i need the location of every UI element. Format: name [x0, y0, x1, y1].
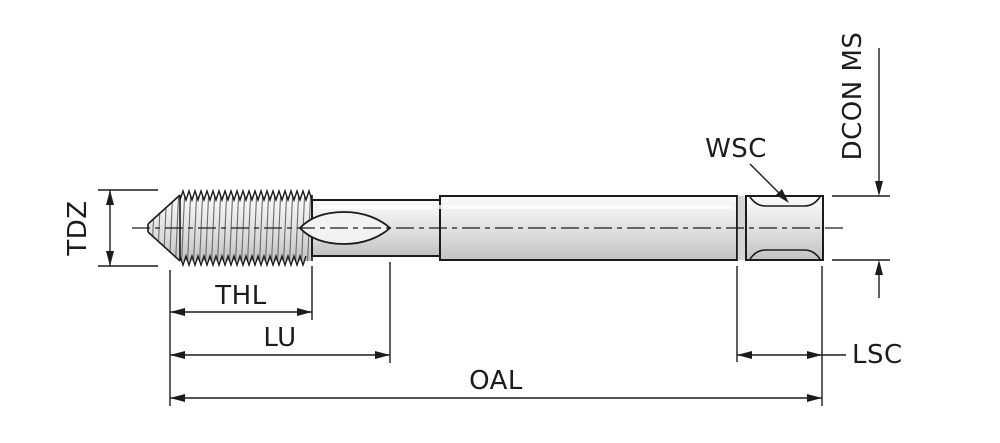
wsc-flat-bottom	[749, 249, 821, 260]
label-lu: LU	[263, 323, 296, 353]
arrowhead-left-icon	[170, 351, 185, 359]
dim-lsc: LSC	[736, 266, 903, 370]
arrowhead-left-icon	[737, 351, 752, 359]
label-tdz: TDZ	[63, 200, 93, 256]
arrowhead-up-icon	[875, 260, 883, 275]
arrowhead-right-icon	[375, 351, 390, 359]
arrowhead-right-icon	[807, 394, 822, 402]
arrowhead-leader-icon	[776, 189, 789, 203]
dim-lu: LU	[170, 262, 391, 363]
arrowhead-down-icon	[106, 251, 114, 266]
wsc-flat-top	[749, 196, 821, 207]
label-oal: OAL	[469, 366, 523, 396]
label-dcon-ms: DCON MS	[838, 32, 868, 161]
dim-oal: OAL	[170, 266, 823, 406]
tap-tool	[132, 188, 848, 268]
arrowhead-left-icon	[170, 308, 185, 316]
wsc-leader-line	[749, 163, 785, 199]
label-wsc: WSC	[705, 134, 767, 164]
arrowhead-up-icon	[106, 190, 114, 205]
label-thl: THL	[214, 281, 266, 311]
arrowhead-left-icon	[170, 394, 185, 402]
arrowhead-right-icon	[297, 308, 312, 316]
thread-teeth-top	[179, 188, 313, 203]
label-lsc: LSC	[852, 340, 903, 370]
dim-dcon-ms: DCON MS	[832, 32, 890, 298]
dim-wsc: WSC	[705, 134, 789, 203]
tip-cone-hatch	[148, 195, 180, 261]
dim-thl: THL	[170, 266, 313, 320]
arrowhead-right-icon	[807, 351, 822, 359]
thread-teeth-bottom	[179, 253, 307, 268]
arrowhead-down-icon	[875, 181, 883, 196]
dim-tdz: TDZ	[63, 189, 158, 267]
